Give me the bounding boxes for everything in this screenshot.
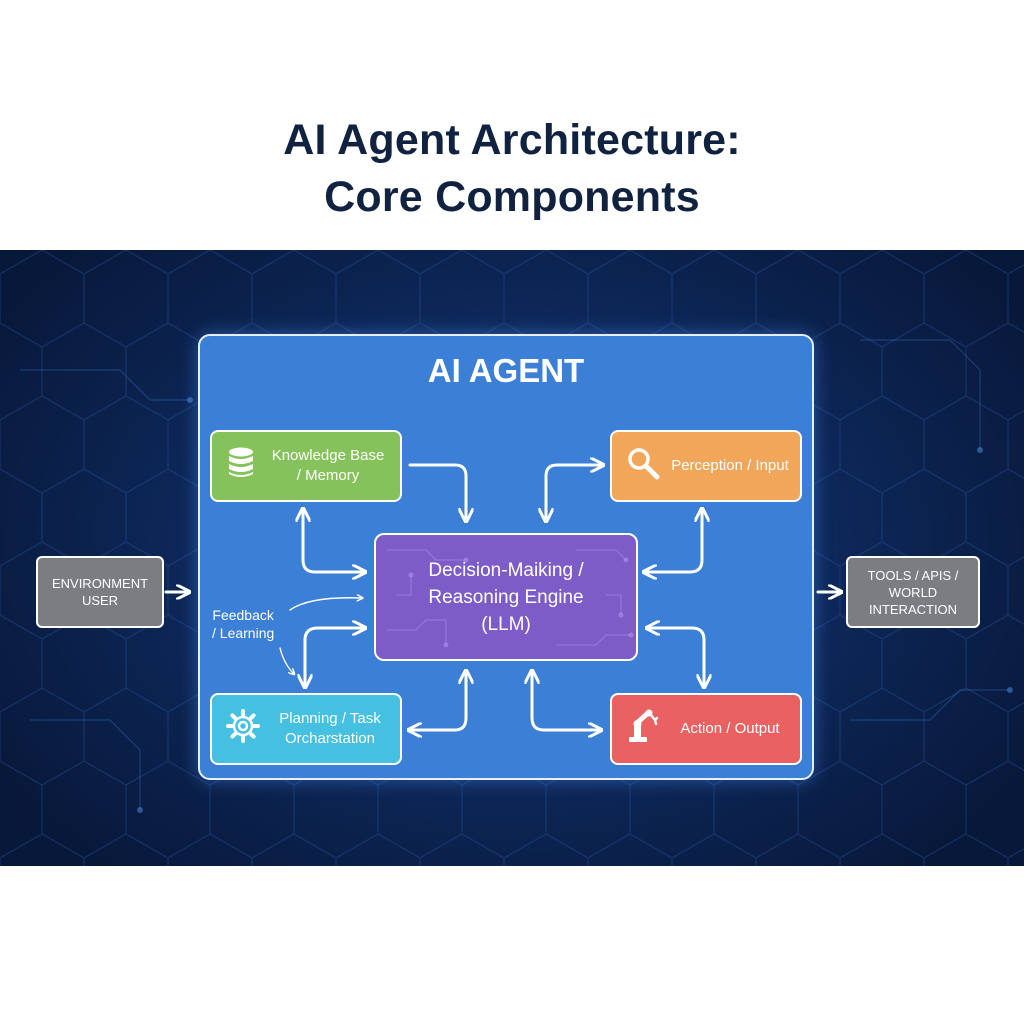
gear-icon	[226, 709, 260, 749]
title-line-2: Core Components	[324, 173, 700, 221]
planning-node[interactable]: Planning / Task Orcharstation	[210, 693, 402, 765]
magnifier-icon	[626, 446, 660, 486]
planning-label: Planning / Task Orcharstation	[268, 709, 400, 749]
environment-line-2: User	[81, 593, 119, 608]
page-title: AI Agent Architecture: Core Components	[0, 112, 1024, 226]
tools-line-1: Tools / APIs /	[867, 567, 959, 583]
feedback-line-1: Feedback	[212, 607, 274, 623]
feedback-line-2: / Learning	[212, 625, 275, 641]
circuit-pattern	[386, 549, 634, 648]
tools-line-2: World Interaction	[868, 584, 958, 617]
planning-line-2: Orcharstation	[284, 730, 376, 747]
database-icon	[226, 446, 256, 486]
environment-user-node[interactable]: Environment User	[36, 556, 164, 628]
environment-line-1: Environment	[51, 576, 149, 591]
action-output-label: Action / Output	[680, 720, 780, 737]
perception-input-label: Perception / Input	[671, 457, 789, 474]
perception-input-node[interactable]: Perception / Input	[610, 430, 802, 502]
reasoning-engine-line-1: Decision-Maiking /	[428, 559, 584, 581]
title-line-1: AI Agent Architecture:	[283, 116, 741, 164]
reasoning-engine-line-3: (LLM)	[481, 613, 531, 635]
knowledge-base-line-2: / Memory	[296, 467, 360, 484]
tools-apis-node[interactable]: Tools / APIs / World Interaction	[846, 556, 980, 628]
reasoning-engine-label: Decision-Maiking / Reasoning Engine (LLM…	[376, 557, 636, 638]
planning-line-1: Planning / Task	[279, 710, 381, 727]
knowledge-base-node[interactable]: Knowledge Base / Memory	[210, 430, 402, 502]
reasoning-engine-node[interactable]: Decision-Maiking / Reasoning Engine (LLM…	[374, 533, 638, 661]
knowledge-base-label: Knowledge Base / Memory	[264, 446, 400, 486]
reasoning-engine-line-2: Reasoning Engine	[428, 586, 584, 608]
feedback-learning-label: Feedback / Learning	[212, 606, 274, 642]
robot-arm-icon	[626, 708, 660, 750]
ai-agent-title: AI AGENT	[427, 352, 585, 389]
knowledge-base-line-1: Knowledge Base	[271, 447, 385, 464]
action-output-node[interactable]: Action / Output	[610, 693, 802, 765]
